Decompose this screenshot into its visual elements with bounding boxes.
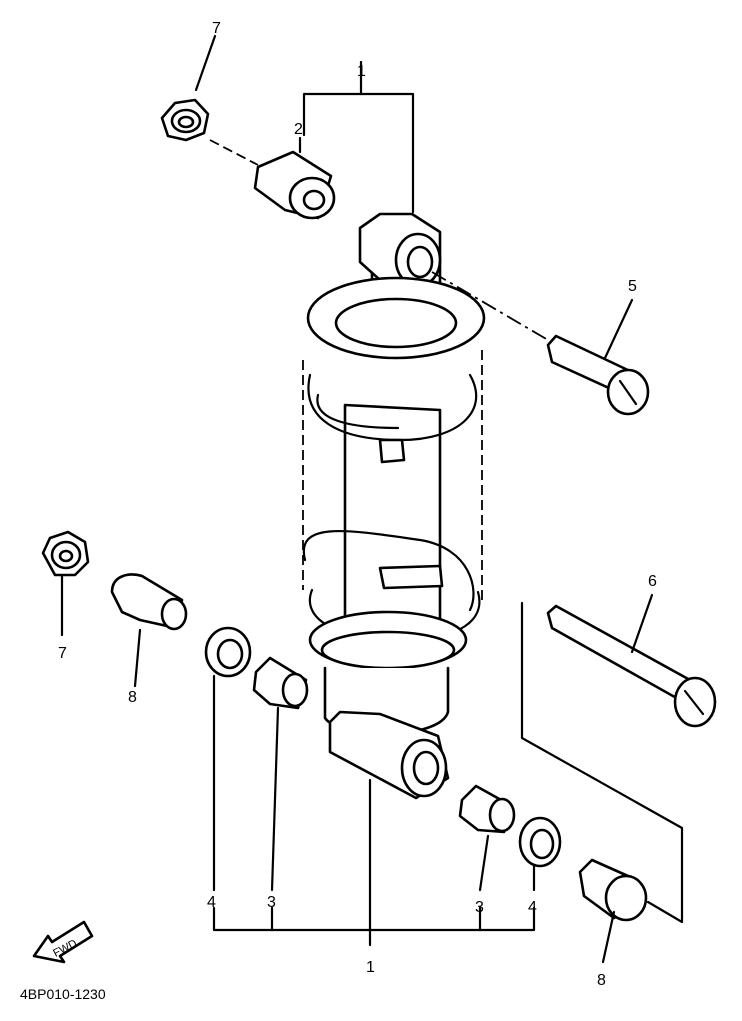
callout-8-left: 8 [128,689,137,706]
bracket-part-1-top [302,60,415,214]
callout-5: 5 [628,278,637,295]
drawing-code: 4BP010-1230 [20,986,106,1002]
callout-3-left: 3 [267,894,276,911]
flanged-collar-part-8-right [578,858,648,964]
washer-part-4-right [518,816,562,892]
callout-2: 2 [294,121,303,138]
spacer-part-3-right [458,784,516,892]
callout-1-bottom: 1 [366,959,375,976]
fwd-arrow: FWD [32,920,94,964]
callout-8-right: 8 [597,972,606,989]
callout-3-right: 3 [475,899,484,916]
nut-part-7-left [41,530,90,637]
shock-absorber-part-1 [302,212,486,800]
centerline-nut-to-collar [209,139,259,166]
nut-part-7-top [160,34,217,142]
flanged-collar-part-8-left [110,573,188,688]
washer-part-4-left [204,626,252,892]
callout-4-left: 4 [207,894,216,911]
bolt-part-6 [520,593,717,924]
bracket-part-1-bottom [212,778,536,947]
collar-part-2 [253,136,336,220]
centerline-top-eye-to-bolt [431,271,549,341]
callout-6: 6 [648,573,657,590]
bolt-part-5 [546,298,650,416]
callout-7-top: 7 [212,20,221,37]
callout-1-top: 1 [357,63,366,80]
spacer-part-3-left [252,656,309,892]
callout-7-left: 7 [58,645,67,662]
callout-4-right: 4 [528,899,537,916]
